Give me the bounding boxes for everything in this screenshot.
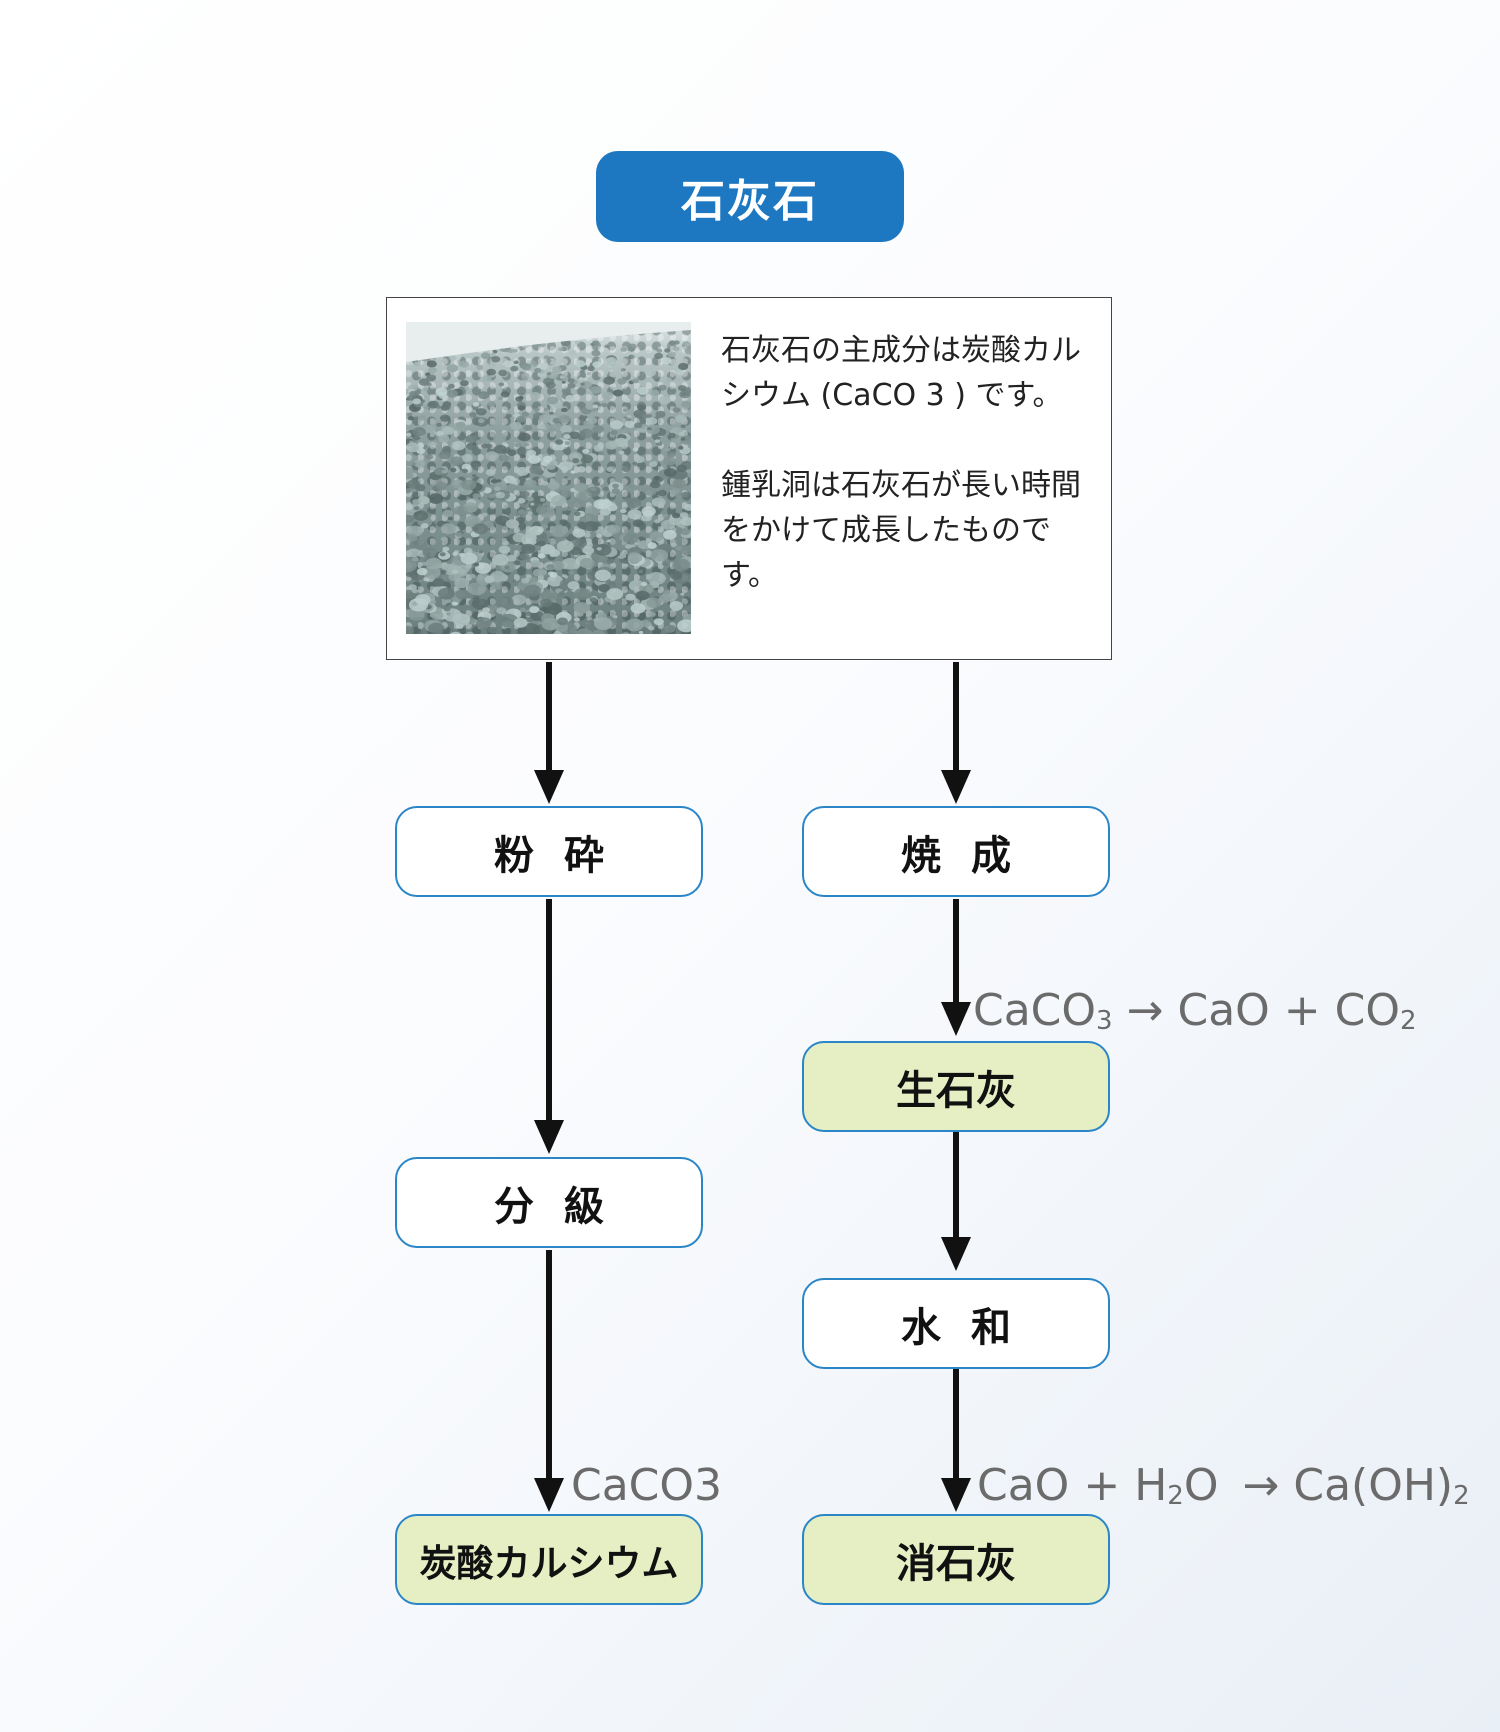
title-label: 石灰石 — [596, 151, 904, 242]
calc-p1: CaO — [1177, 985, 1270, 1036]
caco3-formula: CaCO3 — [571, 1460, 723, 1511]
calc-arrow: → — [1126, 985, 1164, 1036]
slaked-lime-node: 消石灰 — [802, 1514, 1110, 1605]
calcination-char-2: 成 — [971, 832, 1011, 879]
limestone-photo — [406, 322, 691, 634]
hyd-r2b: O — [1183, 1460, 1219, 1511]
calcination-formula: CaCO3 → CaO + CO2 — [973, 985, 1417, 1036]
calcination-node: 焼成 — [802, 806, 1110, 897]
hydration-char-1: 水 — [901, 1304, 941, 1351]
calc-p2: CO — [1334, 985, 1401, 1036]
limestone-info-box: 石灰石の主成分は炭酸カルシウム (CaCO 3 ) です。 鍾乳洞は石灰石が長い… — [386, 297, 1112, 660]
info-paragraph-1: 石灰石の主成分は炭酸カルシウム (CaCO 3 ) です。 — [721, 333, 1081, 413]
calc-p2-sub: 2 — [1400, 1006, 1417, 1036]
crushing-char-2: 砕 — [564, 832, 604, 879]
hyd-arrow: → — [1242, 1460, 1280, 1511]
info-text: 石灰石の主成分は炭酸カルシウム (CaCO 3 ) です。 鍾乳洞は石灰石が長い… — [721, 328, 1097, 598]
calc-plus: + — [1283, 985, 1321, 1036]
hyd-r2a: H — [1134, 1460, 1168, 1511]
calcium-carbonate-node: 炭酸カルシウム — [395, 1514, 703, 1605]
arrow-group — [534, 662, 971, 1512]
hyd-plus: + — [1083, 1460, 1121, 1511]
classification-node: 分級 — [395, 1157, 703, 1248]
classification-char-1: 分 — [494, 1183, 534, 1230]
hyd-p-sub: 2 — [1453, 1481, 1470, 1511]
crushing-node: 粉砕 — [395, 806, 703, 897]
hyd-p: Ca(OH) — [1293, 1460, 1454, 1511]
hyd-r1: CaO — [977, 1460, 1070, 1511]
calc-lhs: CaCO — [973, 985, 1097, 1036]
calcination-char-1: 焼 — [901, 832, 941, 879]
hydration-node: 水和 — [802, 1278, 1110, 1369]
hyd-r2-sub: 2 — [1167, 1481, 1184, 1511]
crushing-char-1: 粉 — [494, 832, 534, 879]
classification-char-2: 級 — [564, 1183, 604, 1230]
calc-lhs-sub: 3 — [1096, 1006, 1113, 1036]
hydration-char-2: 和 — [971, 1304, 1011, 1351]
quicklime-node: 生石灰 — [802, 1041, 1110, 1132]
info-paragraph-2: 鍾乳洞は石灰石が長い時間をかけて成長したものです。 — [721, 468, 1081, 593]
hydration-formula: CaO+H2O→Ca(OH)2 — [977, 1460, 1470, 1511]
